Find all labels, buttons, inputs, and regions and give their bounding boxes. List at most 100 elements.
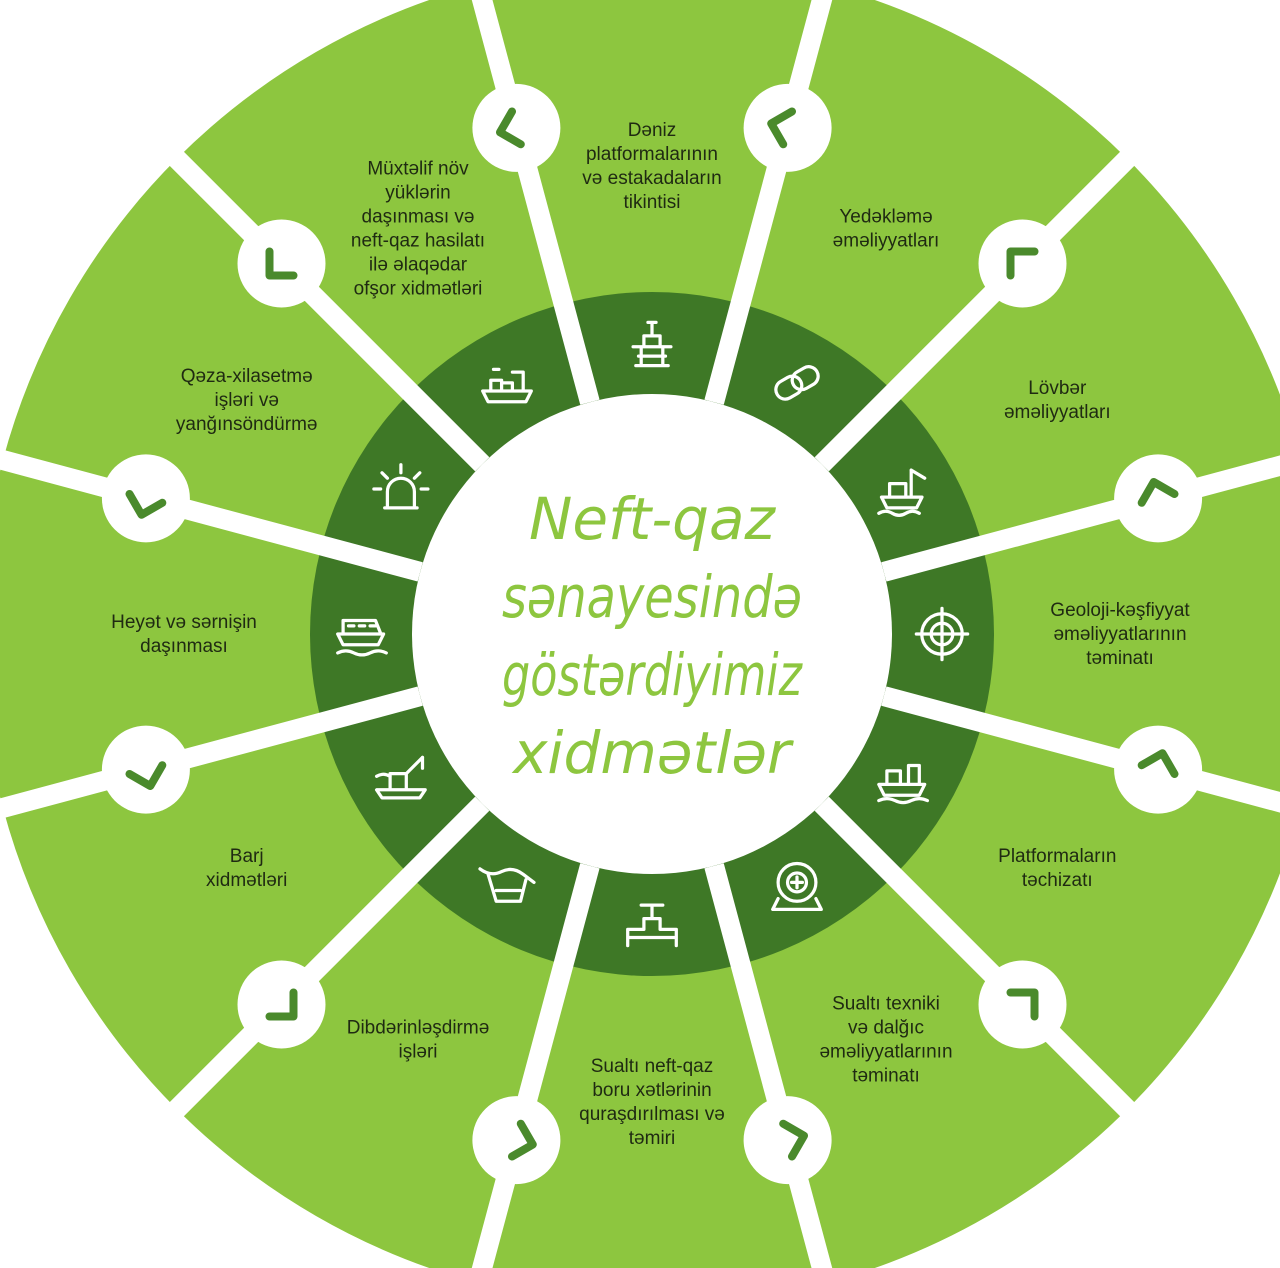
separator-node — [237, 219, 326, 308]
separator-line — [881, 686, 1280, 813]
separator-line — [881, 455, 1280, 582]
segment-label: Sualtı texniki və dalğıc əməliyyatlarının t… — [819, 993, 952, 1086]
separator-node — [472, 83, 561, 172]
segment-label-line: təminatı — [852, 1065, 920, 1086]
segment-label-line: işləri və — [214, 390, 278, 411]
segment-label-line: əməliyyatlarının — [1053, 624, 1186, 645]
segment-label-line: ofşor xidmətləri — [354, 279, 483, 300]
segment-label-line: təminatı — [1086, 648, 1154, 669]
segment-label-line: Barj — [230, 846, 264, 867]
passenger-boat-icon — [336, 618, 388, 657]
segment-label-line: platformalarının — [586, 144, 718, 165]
segment-label: Barj xidmətləri — [206, 846, 287, 891]
supply-vessel-icon — [877, 763, 930, 805]
corner-mark-icon — [265, 988, 298, 1021]
segment-label-line: Sualtı neft-qaz — [591, 1056, 714, 1077]
separator-node — [472, 1096, 561, 1185]
corner-mark-icon — [1137, 749, 1179, 778]
center-title-line: xidmətlər — [511, 719, 794, 787]
corner-mark-icon — [508, 1119, 537, 1161]
segment-label-line: əməliyyatları — [1004, 402, 1111, 423]
segment-label-line: Geoloji-kəşfiyyat — [1050, 600, 1190, 621]
segment-label-line: Müxtəlif növ — [367, 159, 469, 180]
segment-label: Qəza-xilasetmə işləri və yanğınsöndürmə — [176, 366, 318, 435]
segment-label-line: təchizatı — [1022, 870, 1093, 891]
segment-label-line: neft-qaz hasilatı — [351, 231, 485, 252]
anchor-handling-vessel-icon — [877, 468, 927, 517]
diving-helmet-icon — [771, 861, 823, 912]
separator-node — [101, 725, 190, 814]
corner-mark-icon — [767, 107, 796, 149]
separator-line — [0, 686, 423, 819]
segment-label: Dəniz platformalarının və estakadaların tik… — [582, 120, 721, 213]
separator-line — [704, 863, 833, 1268]
service-icons — [336, 320, 970, 948]
separator-node — [1114, 454, 1203, 543]
corner-mark-icon — [779, 1119, 808, 1161]
corner-mark-icon — [1006, 988, 1039, 1021]
center-title-line: sənayesində — [502, 563, 802, 631]
cargo-ship-icon — [481, 367, 533, 404]
separator-line — [814, 796, 1138, 1120]
center-title: Neft-qaz sənayesində göstərdiyimiz xidmətlə… — [502, 485, 803, 787]
emergency-beacon-icon — [372, 463, 430, 510]
oil-platform-icon — [631, 320, 673, 368]
separator-line — [471, 0, 600, 405]
separator-line — [814, 148, 1138, 472]
segment-label-line: Lövbər — [1028, 378, 1087, 399]
segment-label-line: Sualtı texniki — [832, 993, 940, 1014]
separator-node — [743, 1096, 832, 1185]
corner-mark-icon — [125, 761, 167, 790]
center-title-line: Neft-qaz — [529, 485, 777, 553]
separator-nodes — [101, 83, 1203, 1185]
segment-label-line: və estakadaların — [582, 168, 721, 189]
segment-label-line: və dalğıc — [848, 1017, 924, 1038]
separator-line — [0, 449, 423, 582]
segment-label: Müxtəlif növ yüklərin daşınması və neft-qaz… — [351, 159, 485, 300]
center-disc — [412, 394, 892, 874]
separator-node — [978, 960, 1067, 1049]
pipeline-valve-icon — [626, 903, 678, 948]
segment-labels: Dəniz platformalarının və estakadaların tik… — [111, 120, 1190, 1149]
segment-label-line: yanğınsöndürmə — [176, 414, 318, 435]
seabed-dredging-icon — [478, 867, 536, 903]
segment-label-line: xidmətləri — [206, 870, 287, 891]
segment-label-line: Qəza-xilasetmə — [181, 366, 313, 387]
separator-line — [166, 148, 490, 472]
corner-mark-icon — [496, 107, 525, 149]
segment-label: Dibdərinləşdirmə işləri — [347, 1017, 490, 1062]
segment-label-line: işləri — [398, 1041, 437, 1062]
center-title-line: göstərdiyimiz — [502, 641, 803, 709]
corner-mark-icon — [1006, 247, 1039, 280]
segment-label-line: daşınması və — [362, 207, 475, 228]
corner-mark-icon — [1137, 478, 1179, 507]
segment-label: Geoloji-kəşfiyyat əməliyyatlarının təminat… — [1050, 600, 1190, 669]
chain-link-icon — [774, 365, 820, 401]
barge-crane-icon — [374, 755, 427, 800]
segment-label-line: əməliyyatları — [833, 231, 940, 252]
segment-label-line: təmiri — [629, 1128, 675, 1149]
segment-label-line: Yedəkləmə — [839, 207, 932, 228]
separator-node — [1114, 725, 1203, 814]
segment-label-line: quraşdırılması və — [579, 1104, 725, 1125]
separator-node — [978, 219, 1067, 308]
segment-label-line: tikintisi — [623, 192, 680, 213]
survey-target-icon — [914, 606, 970, 662]
segment-label: Heyət və sərnişin daşınması — [111, 612, 257, 657]
segment-label-line: ilə əlaqədar — [369, 255, 468, 276]
separator-node — [237, 960, 326, 1049]
segment-label-line: daşınması — [140, 636, 228, 657]
segment-label: Lövbər əməliyyatları — [1004, 378, 1111, 423]
separator-node — [101, 454, 190, 543]
segment-label-line: Heyət və sərnişin — [111, 612, 257, 633]
segment-label-line: Dibdərinləşdirmə — [347, 1017, 490, 1038]
separator-line — [166, 796, 490, 1120]
segment-label-line: yüklərin — [385, 183, 450, 204]
corner-mark-icon — [265, 247, 298, 280]
segment-label-line: əməliyyatlarının — [819, 1041, 952, 1062]
segment-label-line: Dəniz — [628, 120, 677, 141]
separator-line — [704, 0, 833, 405]
